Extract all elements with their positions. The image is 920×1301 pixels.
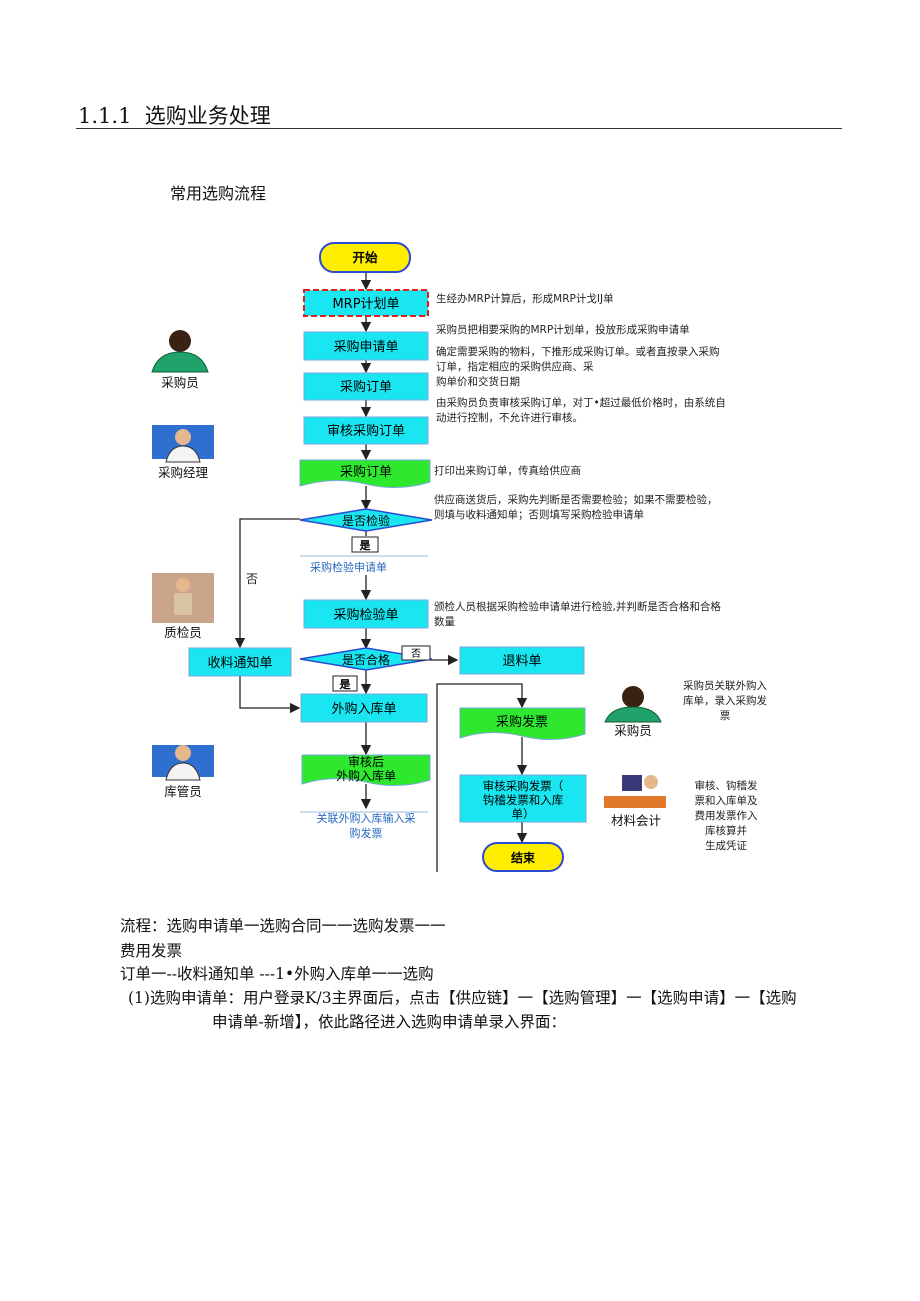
purchase-request-box: 采购申请单 (303, 331, 429, 361)
body-line-5: 申请单-新增】，依此路径进入选购申请单录入界面： (212, 1013, 566, 1031)
note-check: 供应商送货后，采购先判断是否需要检验；如果不需要检验， 则填与收料通知单；否则填… (434, 494, 718, 521)
svg-text:审核采购发票（: 审核采购发票（ (483, 779, 564, 793)
note-request: 采购员把相要采购的MRP计划单，投放形成采购申请单 (436, 324, 690, 336)
note-mrp: 生经办MRP计算后，形成MRP计戈IJ单 (436, 293, 614, 305)
no-label-2: 否 (401, 645, 431, 661)
flow-connectors (234, 272, 528, 872)
note-print: 打印出来购订单，传真给供应商 (434, 465, 581, 477)
svg-text:采购发票: 采购发票 (496, 714, 548, 730)
body-line-3: 订单一--收料通知单 ---1•外购入库单一一选购 (120, 965, 434, 983)
svg-text:审核采购订单: 审核采购订单 (327, 423, 405, 439)
svg-text:否: 否 (411, 648, 421, 660)
link-note-line2: 购发票 (350, 826, 383, 840)
section-title: 选购业务处理 (144, 104, 271, 128)
manager-figure: 采购经理 (152, 425, 214, 480)
svg-text:钩稽发票和入库: 钩稽发票和入库 (483, 793, 564, 807)
flow-subtitle: 常用选购流程 (170, 184, 267, 203)
audited-inbound-shape: 审核后 外购入库单 (301, 754, 431, 787)
svg-text:采购订单: 采购订单 (340, 464, 392, 480)
role-manager: 采购经理 (158, 465, 209, 480)
return-doc-box: 退料单 (459, 646, 585, 675)
purchase-flowchart: 开始 MRP计划单 采购申请单 采购订单 审核采购订单 采购订单 是否检验 是 … (151, 242, 666, 872)
svg-text:采购订单: 采购订单 (340, 379, 392, 395)
svg-text:开始: 开始 (352, 250, 378, 265)
invoice-shape: 采购发票 (459, 707, 586, 741)
section-number: 1.1.1 (78, 104, 132, 128)
warehouse-figure: 库管员 (152, 745, 214, 799)
body-line-4: (1)选购申请单：用户登录K/3主界面后，点击【供应链】一【选购管理】一【选购申… (128, 989, 797, 1007)
role-qc: 质检员 (164, 625, 202, 640)
svg-text:MRP计划单: MRP计划单 (332, 297, 399, 312)
purchase-order-box: 采购订单 (303, 372, 429, 401)
inbound-box: 外购入库单 (300, 693, 428, 723)
section-heading: 1.1.1 选购业务处理 (78, 100, 271, 130)
start-terminal: 开始 (319, 242, 411, 273)
section-rule (76, 128, 842, 129)
buyer2-figure: 采购员 (604, 686, 662, 738)
buyer-figure: 采购员 (151, 330, 209, 390)
svg-text:退料单: 退料单 (502, 654, 541, 669)
body-line-1: 流程：选购申请单一选购合同一一选购发票一一 (120, 917, 446, 935)
note-inspection: 颁检人员根据采购检验申请单进行检验,并判断是否合格和合格 数量 (434, 601, 721, 628)
svg-text:是: 是 (359, 539, 372, 552)
no-label-1: 否 (246, 572, 258, 586)
link-note-line1: 关联外购入库输入采 (317, 811, 416, 825)
order-document-shape: 采购订单 (299, 459, 431, 489)
svg-text:是否检验: 是否检验 (342, 513, 390, 528)
yes-label-2: 是 (332, 675, 358, 692)
audit-order-box: 审核采购订单 (303, 416, 429, 445)
svg-text:采购检验单: 采购检验单 (333, 607, 398, 623)
body-line-2: 费用发票 (120, 942, 183, 960)
svg-text:是否合格: 是否合格 (342, 652, 390, 667)
note-accounting: 审核、钩稽发 票和入库单及 费用发票作入 库核算并 生成凭证 (694, 780, 758, 852)
inspection-request-label: 采购检验申请单 (310, 560, 387, 574)
yes-label-1: 是 (351, 536, 379, 553)
role-buyer2: 采购员 (614, 723, 652, 738)
audit-invoice-box: 审核采购发票（ 钩稽发票和入库 单） (459, 774, 587, 823)
svg-text:采购申请单: 采购申请单 (333, 339, 398, 355)
svg-text:外购入库单: 外购入库单 (336, 768, 396, 783)
svg-text:是: 是 (339, 678, 352, 691)
qc-figure: 质检员 (152, 573, 214, 640)
note-audit: 由采购员负责审核采购订单，对丁•超过最低价格时，由系统自 动进行控制，不允许进行… (436, 397, 726, 424)
role-accountant: 材料会计 (611, 813, 661, 828)
note-invoice: 采购员关联外购入 库单，录入采购发 票 (683, 680, 767, 722)
svg-text:外购入库单: 外购入库单 (331, 701, 396, 717)
note-order: 确定需要采购的物料，下推形成采购订单。或者直按录入采购 订单，指定相应的采购供应… (436, 346, 720, 388)
svg-text:结束: 结束 (511, 850, 536, 865)
role-warehouse: 库管员 (164, 784, 202, 799)
mrp-plan-box: MRP计划单 (303, 289, 429, 317)
role-buyer: 采购员 (161, 375, 199, 390)
inspection-doc-box: 采购检验单 (303, 599, 429, 629)
accountant-figure: 材料会计 (604, 775, 666, 828)
decision-pass-diamond: 是否合格 (299, 647, 433, 671)
decision-check-diamond: 是否检验 (299, 508, 433, 532)
svg-text:审核后: 审核后 (348, 754, 384, 769)
svg-text:收料通知单: 收料通知单 (207, 655, 272, 671)
receipt-notice-box: 收料通知单 (188, 647, 292, 677)
end-terminal: 结束 (482, 842, 564, 872)
svg-text:单）: 单） (512, 807, 535, 821)
